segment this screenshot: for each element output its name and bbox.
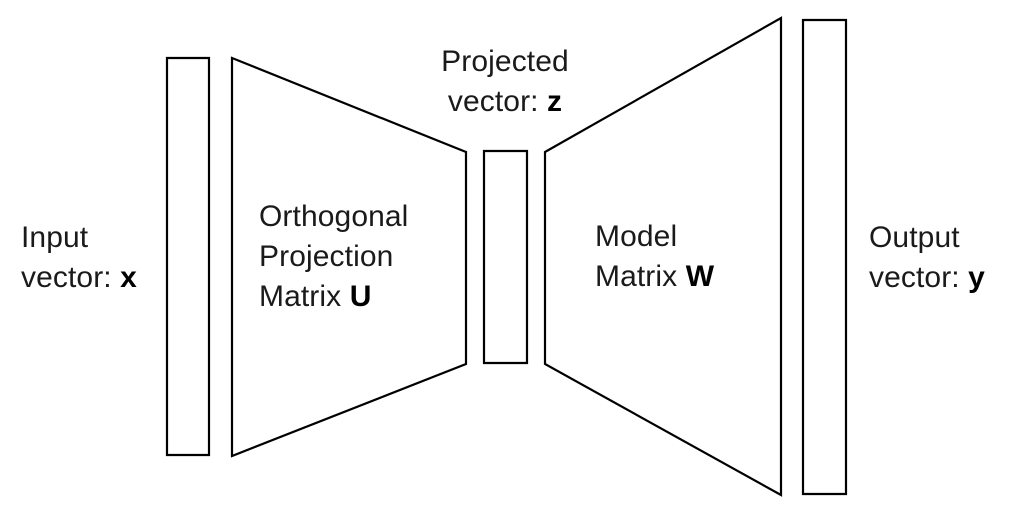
orthogonal-label-line2: Projection <box>259 240 394 273</box>
output-label-line1: Output <box>869 221 960 254</box>
input-label-line2-prefix: vector: <box>21 261 121 294</box>
orthogonal-label-line3-prefix: Matrix <box>259 280 350 313</box>
input-vector-symbol: x <box>120 261 137 294</box>
projection-matrix-symbol: U <box>349 280 372 313</box>
model-label-line2-prefix: Matrix <box>595 260 686 293</box>
input-vector-label: Input vector: x <box>21 218 137 298</box>
orthogonal-label-line1: Orthogonal <box>259 200 409 233</box>
model-matrix-trapezoid <box>543 16 783 497</box>
projected-vector-label: Projected vector: z <box>415 42 595 122</box>
projected-label-line1: Projected <box>441 45 569 78</box>
output-vector-symbol: y <box>968 261 985 294</box>
output-vector-bar <box>801 18 848 496</box>
output-vector-label: Output vector: y <box>869 218 985 298</box>
model-label-line1: Model <box>595 220 678 253</box>
input-vector-bar <box>165 56 211 457</box>
projected-label-line2-prefix: vector: <box>447 85 548 118</box>
orthogonal-projection-matrix-trapezoid <box>230 56 468 458</box>
output-label-line2-prefix: vector: <box>869 261 969 294</box>
projected-vector-bar <box>482 149 529 365</box>
projected-vector-symbol: z <box>547 85 563 118</box>
input-label-line1: Input <box>21 221 89 254</box>
model-matrix-symbol: W <box>685 260 715 293</box>
